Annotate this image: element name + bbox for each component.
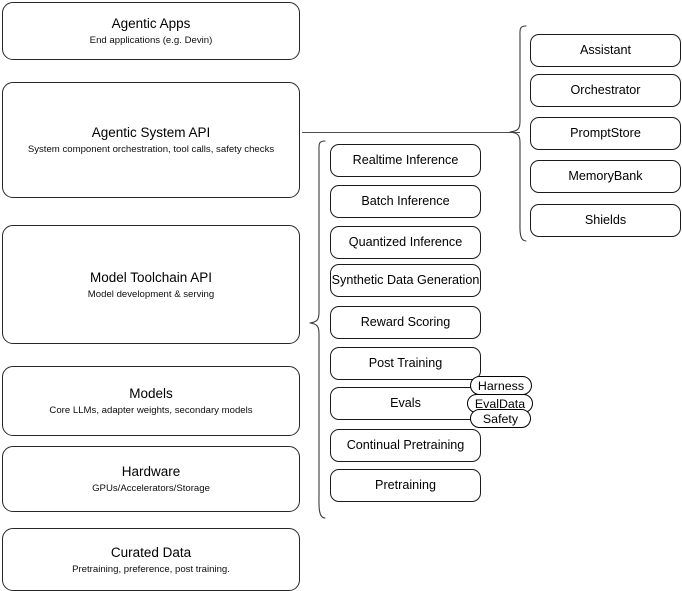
- layer-title: Agentic Apps: [111, 16, 191, 31]
- capability-box-reward-scoring[interactable]: Reward Scoring: [330, 306, 481, 339]
- component-label: Assistant: [579, 43, 632, 57]
- capability-box-evals[interactable]: Evals: [330, 387, 481, 420]
- layer-box-hardware[interactable]: Hardware GPUs/Accelerators/Storage: [2, 446, 300, 512]
- capability-label: Reward Scoring: [360, 315, 451, 329]
- capability-box-synthetic-data-generation[interactable]: Synthetic Data Generation: [330, 264, 481, 297]
- capability-label: Post Training: [368, 356, 443, 370]
- component-box-shields[interactable]: Shields: [530, 204, 681, 237]
- capability-label: Evals: [390, 396, 421, 410]
- layer-subtitle: End applications (e.g. Devin): [89, 35, 213, 46]
- layer-box-model-toolchain-api[interactable]: Model Toolchain API Model development & …: [2, 225, 300, 344]
- brace-toolchain-capabilities: [308, 140, 328, 520]
- capability-label: Batch Inference: [361, 194, 450, 208]
- component-box-promptstore[interactable]: PromptStore: [530, 117, 681, 150]
- capability-label: Continual Pretraining: [346, 438, 465, 452]
- layer-subtitle: GPUs/Accelerators/Storage: [92, 483, 210, 494]
- layer-box-agentic-system-api[interactable]: Agentic System API System component orch…: [2, 82, 300, 198]
- layer-subtitle: Core LLMs, adapter weights, secondary mo…: [49, 405, 253, 416]
- component-label: PromptStore: [570, 126, 641, 140]
- layer-subtitle: Pretraining, preference, post training.: [72, 563, 230, 575]
- component-label: Orchestrator: [570, 83, 641, 97]
- capability-label: Pretraining: [375, 478, 436, 492]
- component-box-orchestrator[interactable]: Orchestrator: [530, 74, 681, 107]
- capability-box-quantized-inference[interactable]: Quantized Inference: [330, 226, 481, 259]
- layer-title: Models: [129, 386, 173, 401]
- capability-label: Realtime Inference: [352, 153, 459, 167]
- capability-box-batch-inference[interactable]: Batch Inference: [330, 185, 481, 218]
- connector-system-api-to-components: [302, 132, 520, 133]
- layer-box-models[interactable]: Models Core LLMs, adapter weights, secon…: [2, 366, 300, 436]
- brace-system-components: [508, 25, 528, 243]
- layer-title: Model Toolchain API: [89, 269, 213, 285]
- layer-subtitle: System component orchestration, tool cal…: [27, 144, 275, 155]
- layer-subtitle: Model development & serving: [87, 288, 215, 300]
- component-box-memorybank[interactable]: MemoryBank: [530, 160, 681, 193]
- layer-title: Curated Data: [110, 544, 192, 560]
- layer-box-curated-data[interactable]: Curated Data Pretraining, preference, po…: [2, 528, 300, 591]
- capability-label: Quantized Inference: [348, 235, 463, 249]
- capability-box-continual-pretraining[interactable]: Continual Pretraining: [330, 429, 481, 462]
- capability-box-realtime-inference[interactable]: Realtime Inference: [330, 144, 481, 177]
- capability-box-pretraining[interactable]: Pretraining: [330, 469, 481, 502]
- layer-title: Agentic System API: [91, 125, 211, 140]
- layer-box-agentic-apps[interactable]: Agentic Apps End applications (e.g. Devi…: [2, 2, 300, 60]
- layer-title: Hardware: [121, 464, 181, 479]
- eval-pill-safety[interactable]: Safety: [470, 409, 531, 428]
- component-label: Shields: [584, 213, 627, 227]
- capability-label: Synthetic Data Generation: [331, 273, 480, 287]
- component-box-assistant[interactable]: Assistant: [530, 34, 681, 67]
- eval-pill-harness[interactable]: Harness: [470, 376, 532, 395]
- component-label: MemoryBank: [568, 169, 643, 183]
- capability-box-post-training[interactable]: Post Training: [330, 347, 481, 380]
